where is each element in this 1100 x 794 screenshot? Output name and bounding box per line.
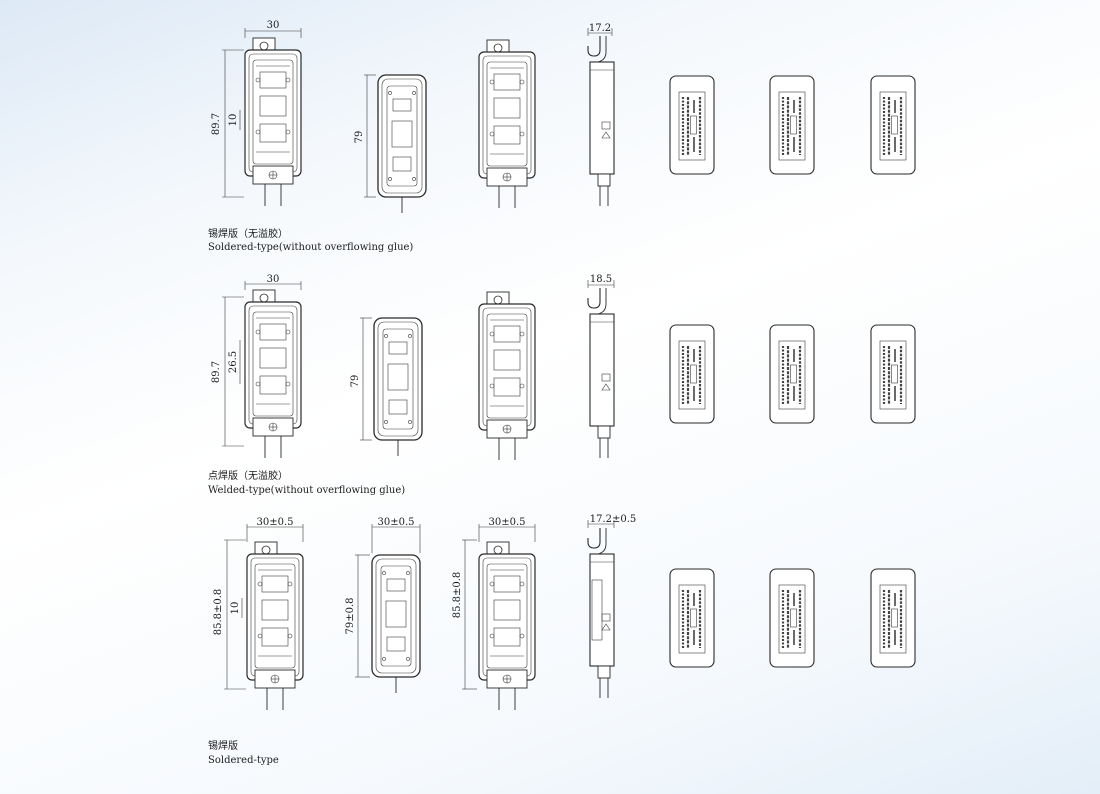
row-2-welded: 30 89.7 26.5 79 18.5 [208,274,917,496]
row-1-front-width-dim: 30 [267,20,280,31]
row-1-back-height-dim: 79 [354,131,365,144]
row-3-front-view: 30±0.5 85.8±0.8 10 [213,517,304,711]
row-2-mid-view [478,291,536,461]
row-2-front-width-dim: 30 [267,274,280,285]
row-1-mid-view [478,39,536,209]
row-2-side-depth-dim: 18.5 [590,274,612,285]
row-1-front-view: 30 89.7 10 [211,20,302,207]
row-1-side-depth-dim: 17.2 [589,23,611,34]
row-1-front-inner-dim: 10 [228,114,239,127]
row-2-caption-en: Welded-type(without overflowing glue) [208,485,405,496]
row-3-front-height-dim: 85.8±0.8 [213,589,224,636]
row-3-soldered: 30±0.5 85.8±0.8 10 30±0.5 79±0.8 30±0.5 [208,514,917,766]
row-3-side-view: 17.2±0.5 [587,514,637,699]
row-1-soldered: 30 89.7 10 79 17.2 [208,20,917,253]
row-2-front-view: 30 89.7 26.5 [211,274,302,459]
row-3-back-height-dim: 79±0.8 [345,597,356,634]
row-2-front-height-dim: 89.7 [211,361,222,383]
row-2-label-plates [668,323,917,425]
row-3-label-plates [668,567,917,669]
row-3-front-width-dim: 30±0.5 [256,517,293,528]
row-1-front-height-dim: 89.7 [211,113,222,135]
row-3-front-inner-dim: 10 [230,602,241,615]
row-3-caption-cn: 锡焊版 [208,739,238,752]
row-2-front-inner-dim: 26.5 [228,351,239,373]
row-2-caption-cn: 点焊版（无溢胶） [208,469,288,482]
row-1-back-view: 79 [354,74,427,214]
row-3-mid-width-dim: 30±0.5 [488,517,525,528]
row-3-back-width-dim: 30±0.5 [377,517,414,528]
row-3-back-view: 30±0.5 79±0.8 [345,517,421,694]
row-1-caption-en: Soldered-type(without overflowing glue) [208,242,413,253]
row-3-mid-height-dim: 85.8±0.8 [452,572,463,619]
row-2-back-height-dim: 79 [350,375,361,388]
row-3-mid-view: 30±0.5 85.8±0.8 [452,517,536,711]
row-1-caption-cn: 锡焊版（无溢胶） [208,227,288,240]
row-3-caption-en: Soldered-type [208,755,279,766]
row-2-side-view: 18.5 [587,274,615,459]
row-1-label-plates [668,74,917,176]
row-2-back-view: 79 [350,317,423,457]
row-1-side-view: 17.2 [587,23,615,207]
row-3-side-depth-dim: 17.2±0.5 [590,514,637,525]
